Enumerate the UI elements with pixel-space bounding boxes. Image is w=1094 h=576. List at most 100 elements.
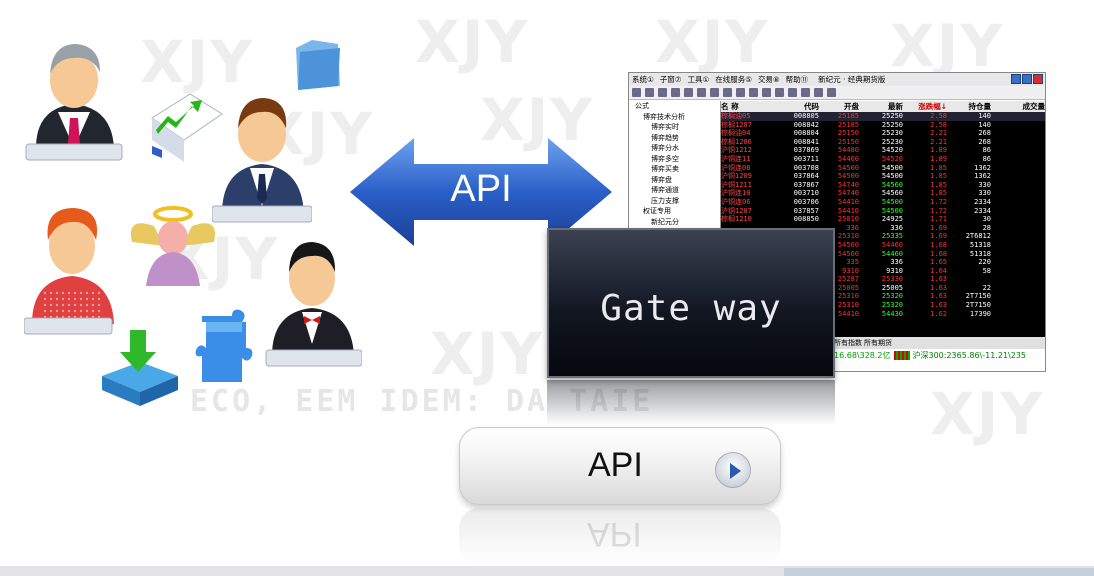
col-change[interactable]: 涨跌幅↓ (918, 102, 947, 111)
close-icon[interactable] (671, 88, 680, 97)
tree-item[interactable]: 博弈实时 (651, 123, 679, 131)
table-cell-code: 008804 (793, 129, 819, 138)
tree-item[interactable]: 博弈买卖 (651, 165, 679, 173)
tree-item[interactable]: 公式 (635, 102, 649, 110)
tree-item[interactable]: 博弈趋势 (651, 133, 679, 142)
menu-item-online[interactable]: 在线服务⑤ (715, 75, 752, 84)
col-last[interactable]: 最新 (888, 102, 903, 111)
indicator-icon[interactable] (736, 88, 745, 97)
tab-all-indices[interactable]: 所有指数 (834, 339, 862, 347)
new-icon[interactable] (632, 88, 641, 97)
watermark: XJY (430, 320, 545, 388)
window-controls (1011, 74, 1043, 84)
table-cell-chg: 1.68 (930, 249, 947, 258)
tree-item[interactable]: 权证专用 (643, 207, 671, 215)
zoom-out-icon[interactable] (775, 88, 784, 97)
table-cell-oi: 330 (978, 180, 991, 189)
table-cell-name: 棕榈1210 (721, 215, 752, 224)
col-code[interactable]: 代码 (804, 102, 819, 111)
table-cell-last: 54460 (881, 240, 903, 249)
col-open[interactable]: 开盘 (844, 102, 859, 111)
tree-item[interactable]: 新纪元分 (651, 217, 679, 226)
minimize-icon[interactable] (1011, 74, 1021, 84)
watermark: XJY (930, 380, 1045, 448)
menu-item-trade[interactable]: 交易⑧ (757, 75, 780, 84)
table-cell-open: 336 (846, 223, 859, 232)
chart-icon[interactable] (684, 88, 693, 97)
pen-icon[interactable] (814, 88, 823, 97)
menu-item-help[interactable]: 帮助⑪ (785, 75, 809, 84)
play-icon[interactable] (715, 452, 751, 488)
play-icon[interactable] (827, 88, 836, 97)
table-cell-code: 037864 (793, 172, 819, 181)
table-cell-last: 25320 (881, 301, 903, 310)
table-cell-chg: 2.58 (930, 112, 947, 120)
table-cell-chg: 2.21 (930, 137, 947, 146)
menu-item-tools[interactable]: 工具① (687, 75, 710, 84)
col-name[interactable]: 名 称 (721, 102, 739, 111)
tab-all-futures[interactable]: 所有期货 (864, 339, 892, 347)
api-button[interactable]: API (459, 427, 781, 505)
tree-item[interactable]: 博弈盘 (651, 175, 672, 184)
angel-icon (130, 206, 216, 286)
tree-item[interactable]: 博弈分水 (651, 144, 679, 152)
table-cell-code: 003711 (793, 154, 819, 163)
cursor-icon[interactable] (749, 88, 758, 97)
menu-item-system[interactable]: 系统① (632, 75, 654, 84)
line-icon[interactable] (723, 88, 732, 97)
tree-item[interactable]: 博弈多空 (651, 154, 679, 163)
table-cell-code: 003710 (793, 189, 819, 198)
user-icon-tuxedo (265, 242, 362, 367)
zoom-in-icon[interactable] (762, 88, 771, 97)
user-icon-gray-hair (25, 44, 123, 161)
table-cell-name: 沪铜连10 (721, 189, 751, 198)
tree-item[interactable]: 博弈技术分析 (643, 112, 685, 121)
table-cell-last: 336 (890, 223, 903, 232)
table-cell-chg: 1.72 (930, 206, 947, 215)
table-cell-volume (993, 275, 1045, 284)
print-icon[interactable] (801, 88, 810, 97)
table-cell-volume (993, 241, 1045, 250)
maximize-icon[interactable] (1022, 74, 1032, 84)
table-cell-chg: 1.63 (930, 283, 947, 292)
bar-icon[interactable] (697, 88, 706, 97)
menu-item-subwindow[interactable]: 子窗⑦ (659, 75, 682, 84)
table-cell-last: 25335 (881, 232, 903, 241)
close-icon[interactable] (1033, 74, 1043, 84)
table-cell-last: 54500 (881, 206, 903, 215)
grid-icon[interactable] (710, 88, 719, 97)
tree-item[interactable]: 压力支撑 (651, 196, 679, 205)
table-cell-chg: 1.64 (930, 266, 947, 275)
save-icon[interactable] (658, 88, 667, 97)
table-cell-last: 25005 (881, 283, 903, 292)
tool-icon[interactable] (788, 88, 797, 97)
tree-item[interactable]: 博弈通道 (651, 186, 679, 194)
col-open-interest[interactable]: 持仓量 (968, 102, 992, 111)
col-volume[interactable]: 成交量 (1022, 102, 1046, 111)
open-icon[interactable] (645, 88, 654, 97)
